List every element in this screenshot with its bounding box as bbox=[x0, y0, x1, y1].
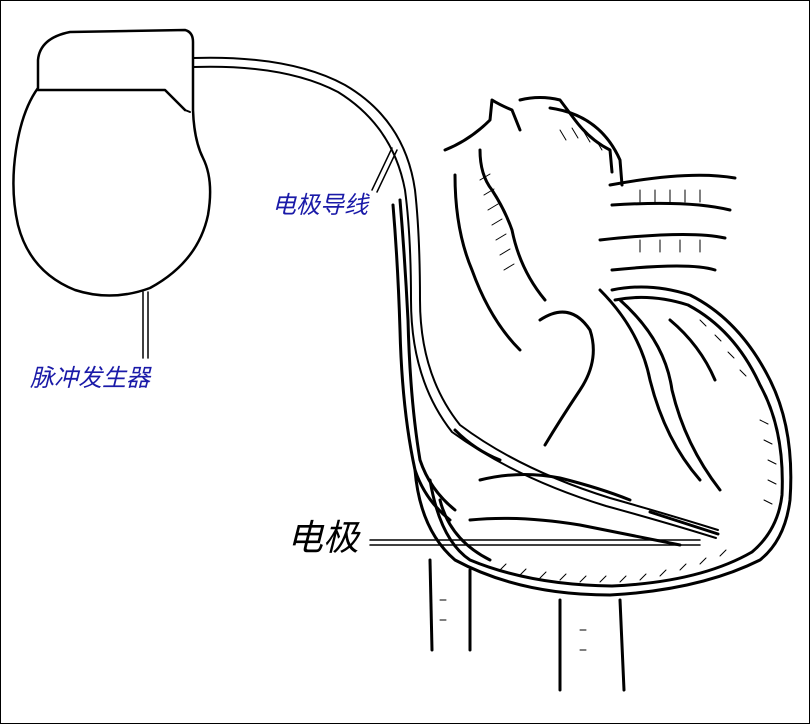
pulse-generator-label: 脉冲发生器 bbox=[30, 364, 150, 392]
heart bbox=[391, 96, 793, 692]
heart-hatching bbox=[439, 127, 777, 651]
electrode-label: 电极 bbox=[287, 518, 360, 559]
lead-leader-line bbox=[371, 147, 398, 193]
lead-wire-label: 电极导线 bbox=[272, 191, 368, 219]
pulse-generator bbox=[12, 28, 212, 297]
electrode-leader-line bbox=[369, 539, 701, 546]
lead-wire bbox=[192, 56, 720, 539]
generator-leader-line bbox=[142, 291, 149, 359]
